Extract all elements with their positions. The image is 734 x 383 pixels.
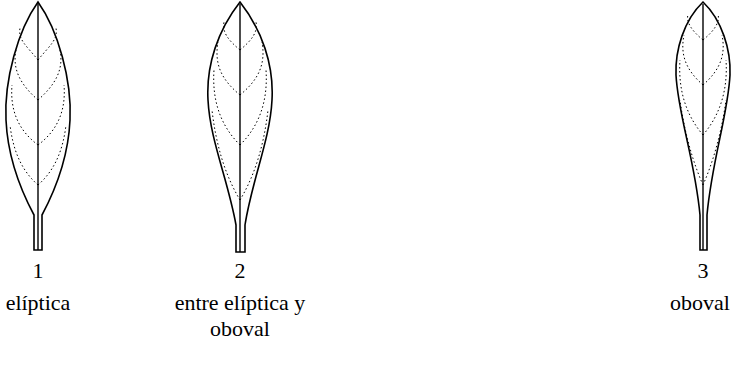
midrib [37,4,38,250]
shape-name: elíptica [6,290,71,316]
intermediate-leaf [208,2,272,252]
elliptic-leaf [6,2,70,250]
midrib [702,4,703,250]
callout-number: 1 [33,258,44,284]
shape-name: oboval [670,290,730,316]
callout-number: 2 [235,258,246,284]
callout-number: 3 [698,258,709,284]
shape-name: entre elíptica y oboval [165,290,315,342]
obovate-leaf [676,2,730,250]
leaf-veins [10,14,726,200]
midrib [239,4,240,252]
